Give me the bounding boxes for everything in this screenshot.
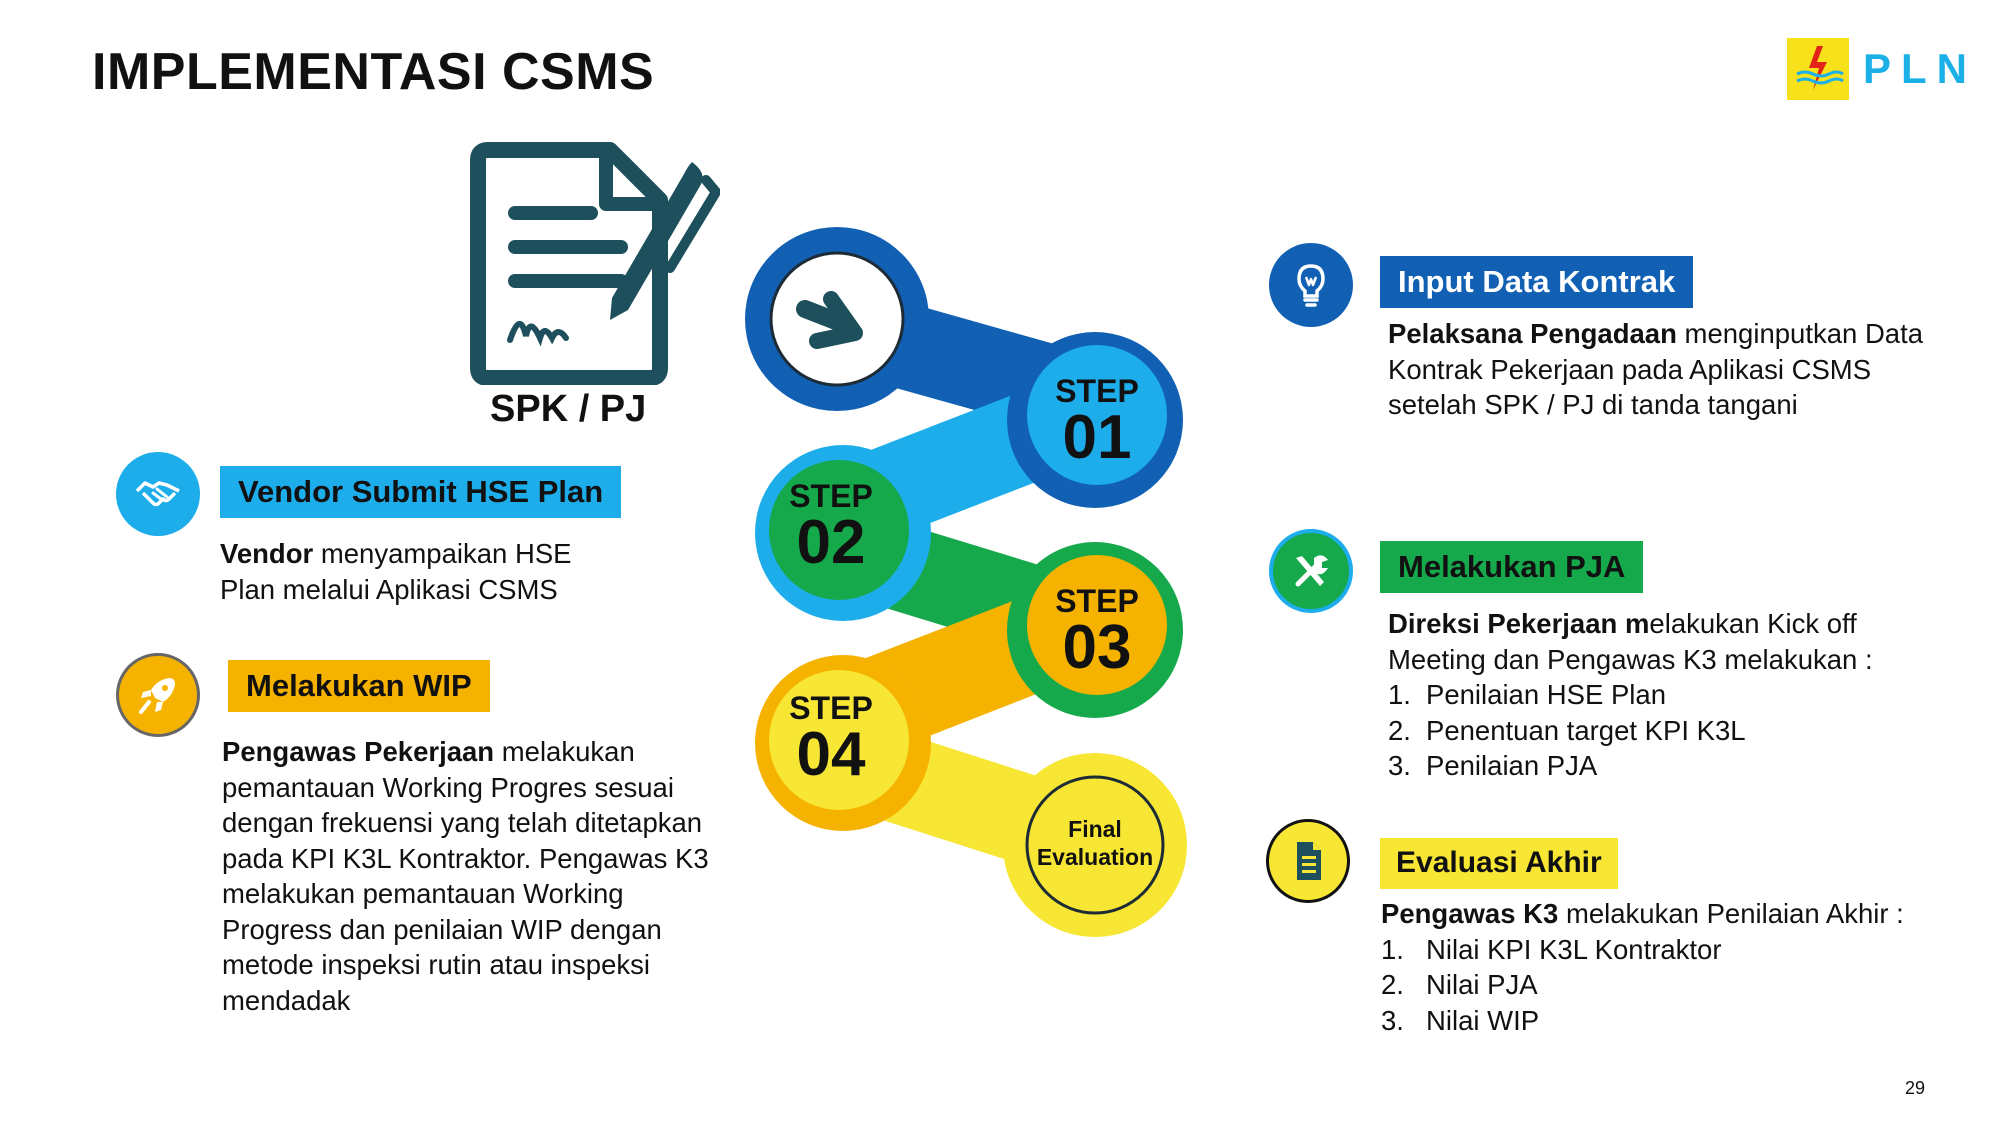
step-diagram: STEP 01 STEP 02 STEP 03 STEP 04 Final Ev… — [735, 225, 1205, 945]
pln-logo-mark — [1787, 38, 1849, 100]
label-vendor-submit-hse-plan: Vendor Submit HSE Plan — [220, 466, 622, 518]
desc-input-data-kontrak: Pelaksana Pengadaan menginputkan Data Ko… — [1388, 316, 1928, 423]
desc-evaluasi-text: melakukan Penilaian Akhir : — [1558, 898, 1904, 929]
step01-inner-circle — [1027, 345, 1167, 485]
final-line1: Final — [1068, 816, 1122, 842]
tools-icon — [1269, 529, 1353, 613]
desc-vendor-bold: Vendor — [220, 538, 314, 569]
desc-vendor-text: menyampaikan HSE Plan melalui Aplikasi C… — [220, 538, 572, 605]
list-item: 3.Nilai WIP — [1381, 1004, 1540, 1036]
step03-inner-circle — [1027, 555, 1167, 695]
final-inner-ring — [1025, 775, 1165, 915]
pln-logo-text: PLN — [1863, 45, 1977, 92]
page-number: 29 — [1905, 1078, 1926, 1098]
step02-inner-circle — [769, 460, 909, 600]
step03-number: 03 — [1063, 613, 1132, 682]
desc-wip-text: melakukan pemantauan Working Progres ses… — [222, 736, 709, 1016]
rocket-icon — [116, 653, 200, 737]
pln-logo: PLN — [1787, 38, 1977, 100]
final-outer-circle — [1003, 753, 1187, 937]
step04-inner-circle — [769, 670, 909, 810]
label-evaluasi-akhir: Evaluasi Akhir — [1380, 838, 1618, 889]
step02-number: 02 — [797, 508, 866, 577]
step02-word: STEP — [789, 478, 873, 514]
desc-input-data-kontrak-text: menginputkan Data Kontrak Pekerjaan pada… — [1388, 318, 1924, 420]
step01-word: STEP — [1055, 373, 1139, 409]
desc-evaluasi-akhir: Pengawas K3 melakukan Penilaian Akhir : … — [1381, 896, 1961, 1038]
arrow-right-icon — [796, 291, 863, 349]
step04-word: STEP — [789, 690, 873, 726]
page-title: IMPLEMENTASI CSMS — [92, 43, 655, 101]
evaluasi-list: 1.Nilai KPI K3L Kontraktor 2.Nilai PJA 3… — [1381, 932, 1961, 1039]
lightbulb-icon — [1269, 243, 1353, 327]
desc-evaluasi-bold: Pengawas K3 — [1381, 898, 1559, 929]
list-item: 3.Penilaian PJA — [1388, 750, 1598, 781]
desc-vendor-submit-hse-plan: Vendor menyampaikan HSE Plan melalui Apl… — [220, 536, 610, 607]
list-item: 2.Penentuan target KPI K3L — [1388, 714, 1746, 746]
handshake-icon — [116, 452, 200, 536]
spk-label: SPK / PJ — [490, 388, 647, 430]
desc-melakukan-pja-intro: Direksi Pekerjaan melakukan Kick off Mee… — [1388, 606, 1928, 677]
list-item: 1.Nilai KPI K3L Kontraktor — [1381, 933, 1722, 965]
desc-melakukan-wip: Pengawas Pekerjaan melakukan pemantauan … — [222, 734, 712, 1018]
desc-input-data-kontrak-bold: Pelaksana Pengadaan — [1388, 318, 1677, 349]
list-item: 1.Penilaian HSE Plan — [1388, 679, 1667, 710]
step01-number: 01 — [1063, 403, 1132, 472]
label-melakukan-pja: Melakukan PJA — [1380, 541, 1644, 593]
desc-wip-bold: Pengawas Pekerjaan — [222, 736, 495, 767]
pja-list: 1.Penilaian HSE Plan 2.Penentuan target … — [1388, 677, 1928, 784]
step03-word: STEP — [1055, 583, 1139, 619]
document-icon — [1266, 819, 1350, 903]
desc-melakukan-pja: Direksi Pekerjaan melakukan Kick off Mee… — [1388, 606, 1928, 784]
desc-pja-text: elakukan Kick off Meeting dan Pengawas K… — [1388, 608, 1873, 675]
step04-number: 04 — [797, 720, 866, 789]
label-input-data-kontrak: Input Data Kontrak — [1380, 256, 1694, 308]
label-melakukan-wip: Melakukan WIP — [228, 660, 490, 712]
contract-document-icon — [460, 140, 723, 386]
desc-pja-bold: Direksi Pekerjaan m — [1388, 608, 1650, 639]
list-item: 2.Nilai PJA — [1381, 969, 1538, 1000]
final-line2: Evaluation — [1037, 844, 1153, 870]
desc-evaluasi-intro: Pengawas K3 melakukan Penilaian Akhir : — [1381, 896, 1961, 932]
